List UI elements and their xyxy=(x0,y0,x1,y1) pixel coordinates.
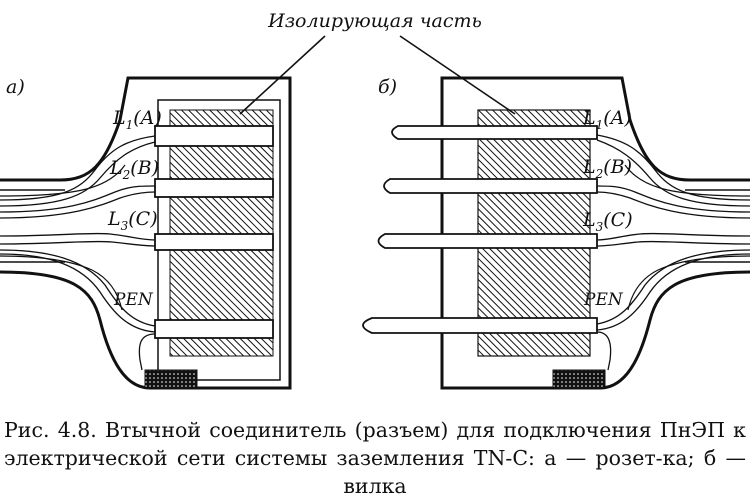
label-pen-a: PEN xyxy=(113,290,154,310)
label-l1-a: L1(A) xyxy=(112,107,162,132)
panel-b-label: б) xyxy=(378,76,397,98)
plug-pin-pen xyxy=(362,317,598,334)
label-l3-b: L3(C) xyxy=(582,209,633,234)
socket-contact-l1 xyxy=(154,125,274,147)
figure-caption: Рис. 4.8. Втычной соединитель (разъем) д… xyxy=(4,418,746,498)
leader-line-a xyxy=(239,35,326,115)
socket-diagram: а) L1(A) L2(B) L3(C) PEN xyxy=(0,76,292,390)
leader-line-b xyxy=(399,35,516,115)
socket-contact-l3 xyxy=(154,233,274,251)
plug-pin-l2 xyxy=(383,178,598,194)
plug-pin-l3 xyxy=(377,233,598,249)
socket-contact-pen xyxy=(154,319,274,339)
label-l3-a: L3(C) xyxy=(107,208,158,233)
label-pen-b: PEN xyxy=(583,290,624,310)
plug-insulator xyxy=(477,109,591,357)
socket-cable xyxy=(0,76,292,390)
label-l2-a: L2(B) xyxy=(109,157,159,182)
socket-insulator xyxy=(169,109,274,127)
insulating-part-label: Изолирующая часть xyxy=(267,10,482,32)
plug-diagram: б) L1(A) L2(B) L3(C) PEN xyxy=(362,76,750,390)
plug-pin-l1 xyxy=(391,125,598,140)
socket-contact-l2 xyxy=(154,178,274,198)
label-l2-b: L2(B) xyxy=(582,156,632,181)
label-l1-b: L1(A) xyxy=(582,107,632,132)
plug-cable xyxy=(440,76,750,390)
panel-a-label: а) xyxy=(6,76,25,98)
connector-figure: а) L1(A) L2(B) L3(C) PEN б) L1( xyxy=(0,10,750,390)
